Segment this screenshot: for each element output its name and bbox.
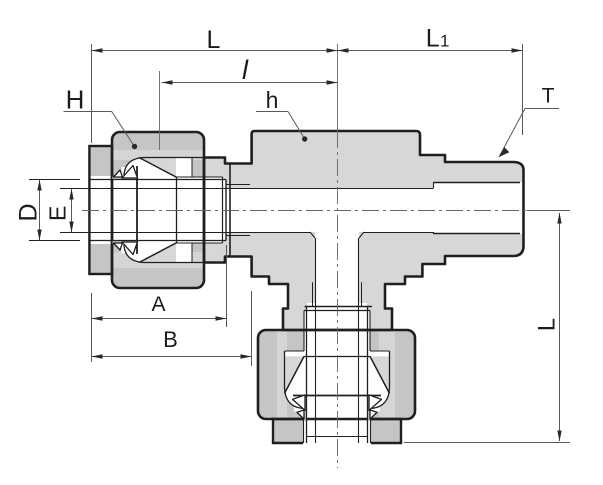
- svg-text:l: l: [242, 55, 249, 85]
- svg-text:H: H: [66, 85, 85, 115]
- svg-text:A: A: [151, 293, 165, 316]
- svg-text:L: L: [207, 26, 221, 54]
- svg-text:B: B: [163, 327, 178, 352]
- svg-text:1: 1: [440, 32, 449, 51]
- svg-text:E: E: [45, 206, 71, 221]
- svg-text:L: L: [534, 318, 561, 331]
- svg-text:h: h: [266, 87, 279, 113]
- svg-text:L: L: [426, 25, 440, 53]
- svg-text:D: D: [14, 203, 42, 221]
- svg-text:T: T: [542, 85, 555, 108]
